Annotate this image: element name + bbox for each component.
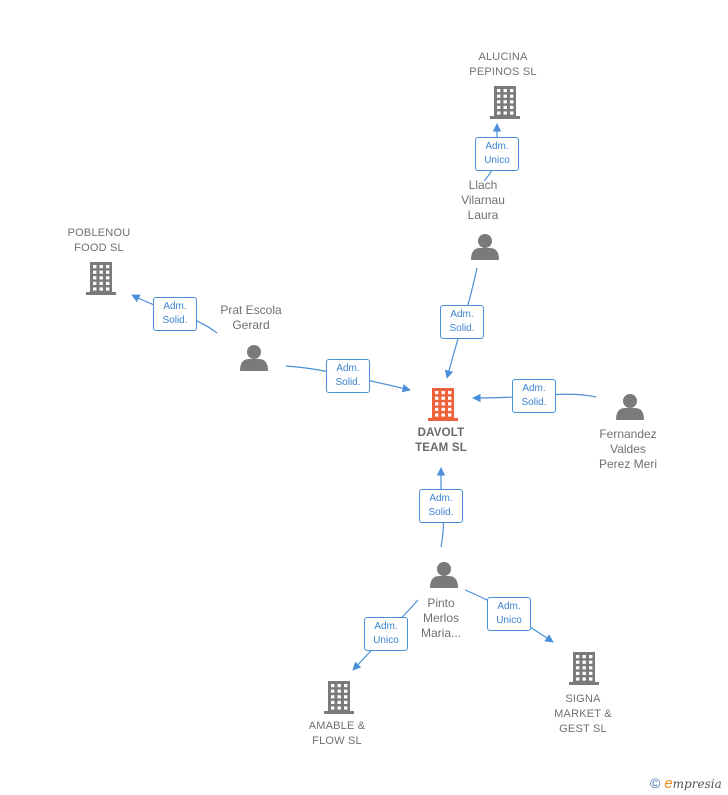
role-badge-line: Adm.	[450, 309, 474, 320]
role-badge-prat-davolt[interactable]: Adm. Solid.	[326, 359, 370, 393]
fernandez-person-icon[interactable]	[616, 394, 644, 420]
role-badge-llach-davolt[interactable]: Adm. Solid.	[440, 305, 484, 339]
fernandez-label-line: Perez Meri	[598, 457, 657, 471]
role-badge-line: Adm.	[336, 363, 360, 374]
amable-label[interactable]: AMABLE & FLOW SL	[277, 719, 397, 749]
llach-person-icon[interactable]	[471, 234, 499, 260]
role-badge-line: Unico	[484, 155, 510, 166]
pinto-label-line: Pinto	[427, 596, 455, 610]
role-badge-line: Adm.	[522, 383, 546, 394]
role-badge-prat-poblenou[interactable]: Adm. Solid.	[153, 297, 197, 331]
role-badge-line: Unico	[496, 615, 522, 626]
poblenou-label-line: FOOD SL	[74, 242, 124, 254]
role-badge-line: Solid.	[521, 397, 547, 408]
role-badge-pinto-signa[interactable]: Adm. Unico	[487, 597, 531, 631]
alucina-label[interactable]: ALUCINA PEPINOS SL	[443, 50, 563, 80]
signa-label-line: SIGNA	[565, 693, 601, 705]
brand-initial: e	[664, 775, 673, 792]
prat-label-line: Prat Escola	[220, 303, 282, 317]
role-badge-line: Solid.	[449, 323, 475, 334]
amable-label-line: FLOW SL	[312, 735, 362, 747]
fernandez-label-line: Fernandez	[599, 427, 657, 441]
role-badge-fernandez-davolt[interactable]: Adm. Solid.	[512, 379, 556, 413]
poblenou-label[interactable]: POBLENOU FOOD SL	[39, 226, 159, 256]
role-badge-line: Solid.	[335, 377, 361, 388]
brand-name: mpresia	[672, 777, 722, 791]
alucina-label-line: PEPINOS SL	[469, 66, 537, 78]
llach-label-line: Vilarnau	[461, 193, 505, 207]
davolt-label-line: DAVOLT	[417, 427, 465, 439]
fernandez-label-line: Valdes	[610, 442, 646, 456]
davolt-label-line: TEAM SL	[415, 442, 467, 454]
alucina-label-line: ALUCINA	[478, 51, 528, 63]
role-badge-line: Solid.	[162, 315, 188, 326]
copyright-symbol: ©	[650, 775, 661, 791]
alucina-building-icon[interactable]	[490, 86, 520, 119]
role-badge-pinto-amable[interactable]: Adm. Unico	[364, 617, 408, 651]
role-badge-line: Adm.	[497, 601, 521, 612]
role-badge-line: Adm.	[429, 493, 453, 504]
prat-label-line: Gerard	[232, 318, 270, 332]
signa-label-line: GEST SL	[559, 723, 607, 735]
pinto-label-line: Merlos	[422, 611, 459, 625]
llach-label-line: Laura	[467, 208, 499, 222]
role-badge-line: Adm.	[163, 301, 187, 312]
pinto-person-icon[interactable]	[430, 562, 458, 588]
llach-label-line: Llach	[468, 178, 498, 192]
prat-person-icon[interactable]	[240, 345, 268, 371]
amable-label-line: AMABLE &	[308, 720, 366, 732]
signa-label-line: MARKET &	[554, 708, 612, 720]
role-badge-line: Unico	[373, 635, 399, 646]
poblenou-building-icon[interactable]	[86, 262, 116, 295]
role-badge-line: Solid.	[428, 507, 454, 518]
davolt-building-icon[interactable]	[428, 388, 458, 421]
pinto-label-line: Maria...	[420, 626, 461, 640]
role-badge-pinto-davolt[interactable]: Adm. Solid.	[419, 489, 463, 523]
empresia-logo[interactable]: ©empresia	[650, 775, 722, 792]
role-badge-llach-alucina[interactable]: Adm. Unico	[475, 137, 519, 171]
signa-building-icon[interactable]	[569, 652, 599, 685]
poblenou-label-line: POBLENOU	[67, 227, 131, 239]
role-badge-line: Adm.	[374, 621, 398, 632]
davolt-label[interactable]: DAVOLT TEAM SL	[381, 426, 501, 456]
role-badge-line: Adm.	[485, 141, 509, 152]
signa-label[interactable]: SIGNA MARKET & GEST SL	[523, 692, 643, 737]
amable-building-icon[interactable]	[324, 681, 354, 714]
